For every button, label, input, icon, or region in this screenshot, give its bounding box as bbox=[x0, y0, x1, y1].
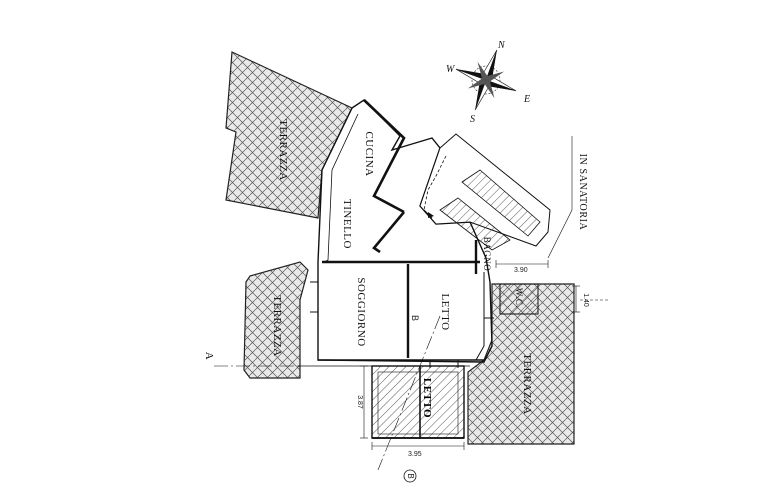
compass-s-label: S bbox=[470, 114, 475, 125]
section-line-b: B B bbox=[377, 315, 441, 483]
dim-letto-height: 3.87 bbox=[356, 395, 363, 409]
terrazza-right-label: TERRAZZA bbox=[521, 353, 533, 414]
bagno-label: BAGNO bbox=[482, 237, 492, 272]
section-b-upper-label: B bbox=[410, 315, 420, 321]
tinello-label: TINELLO bbox=[341, 199, 353, 249]
compass-w-label: W bbox=[446, 64, 456, 75]
cucina-label: CUCINA bbox=[363, 131, 375, 176]
section-a-label: A bbox=[203, 352, 215, 360]
compass-icon: N E S W bbox=[446, 40, 530, 125]
terrazza-top-label: TERRAZZA bbox=[277, 119, 289, 180]
sanatoria-note: IN SANATORIA bbox=[547, 136, 588, 259]
dimension-lines bbox=[360, 260, 610, 450]
terrazza-right: TERRAZZA bbox=[467, 283, 575, 445]
dim-bagno-width: 3.90 bbox=[514, 267, 528, 274]
wc-label: W.C. bbox=[514, 288, 524, 308]
compass-n-label: N bbox=[497, 40, 506, 51]
wc-block bbox=[499, 283, 539, 315]
soggiorno-label: SOGGIORNO bbox=[355, 277, 367, 346]
letto-2-label: LETTO bbox=[421, 378, 433, 418]
sanatoria-label: IN SANATORIA bbox=[577, 154, 588, 231]
staircase bbox=[419, 133, 551, 251]
terrazza-left-label: TERRAZZA bbox=[271, 295, 283, 356]
section-b-lower-label: B bbox=[406, 473, 415, 478]
terrazza-left: TERRAZZA bbox=[243, 261, 309, 379]
letto-1-label: LETTO bbox=[439, 293, 451, 330]
dim-letto-width: 3.95 bbox=[408, 451, 422, 458]
compass-e-label: E bbox=[523, 94, 530, 105]
terrazza-top: TERRAZZA bbox=[225, 51, 353, 219]
section-line-a: A bbox=[203, 352, 300, 367]
dim-wc-side: 1.40 bbox=[582, 293, 589, 307]
letto-hatched-block bbox=[371, 365, 465, 439]
